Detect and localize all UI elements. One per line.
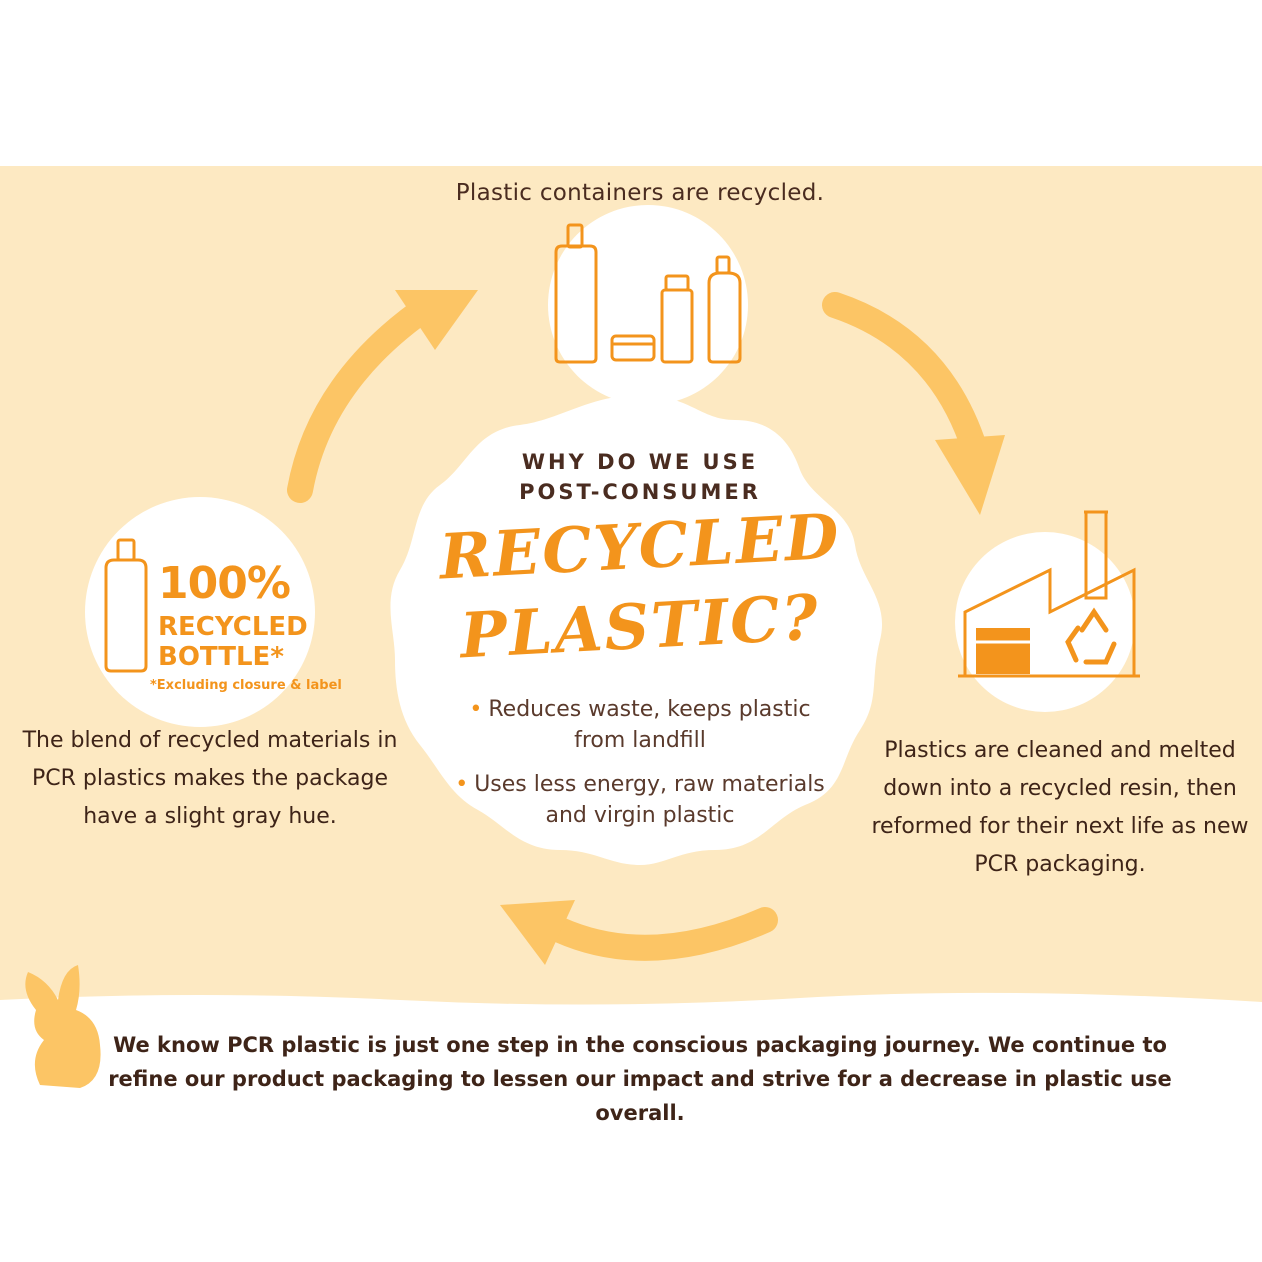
top-circle xyxy=(548,205,748,405)
arrow-bottom-left-head xyxy=(500,900,575,965)
question-line-2: POST-CONSUMER xyxy=(519,480,761,504)
top-step-text: Plastic containers are recycled. xyxy=(455,180,825,206)
badge-note: *Excluding closure & label xyxy=(150,678,342,693)
bullet-text-2: Uses less energy, raw materials and virg… xyxy=(474,772,825,828)
recycle-icon xyxy=(1065,607,1117,665)
bullet-text-1: Reduces waste, keeps plastic from landfi… xyxy=(488,697,811,753)
bottom-wave xyxy=(0,992,1262,1262)
left-step-text: The blend of recycled materials in PCR p… xyxy=(22,728,398,829)
arrow-left-up-head xyxy=(395,290,478,350)
badge-recycled: RECYCLED xyxy=(158,612,308,642)
arrow-bottom-left xyxy=(547,907,778,961)
bullet-marker: • xyxy=(455,772,469,797)
containers-icon xyxy=(554,223,742,364)
bullet-less-energy: •Uses less energy, raw materials and vir… xyxy=(450,769,830,831)
bullet-reduces-waste: •Reduces waste, keeps plastic from landf… xyxy=(450,694,830,756)
question-line-1: WHY DO WE USE xyxy=(521,450,759,474)
footer-text: We know PCR plastic is just one step in … xyxy=(108,1033,1172,1125)
badge-percent: 100% xyxy=(158,558,291,609)
bunny-icon xyxy=(25,965,101,1088)
factory-icon xyxy=(958,510,1140,678)
bottle-icon xyxy=(104,538,148,673)
badge-bottle: BOTTLE* xyxy=(158,642,284,672)
center-blob xyxy=(390,395,883,865)
factory-door xyxy=(976,628,1030,674)
arrow-left-up xyxy=(287,292,443,503)
arrow-right-down-head xyxy=(935,435,1005,515)
arrow-right-down xyxy=(822,292,988,463)
right-step-text: Plastics are cleaned and melted down int… xyxy=(871,738,1249,877)
bullet-marker: • xyxy=(469,697,483,722)
right-circle xyxy=(955,532,1135,712)
